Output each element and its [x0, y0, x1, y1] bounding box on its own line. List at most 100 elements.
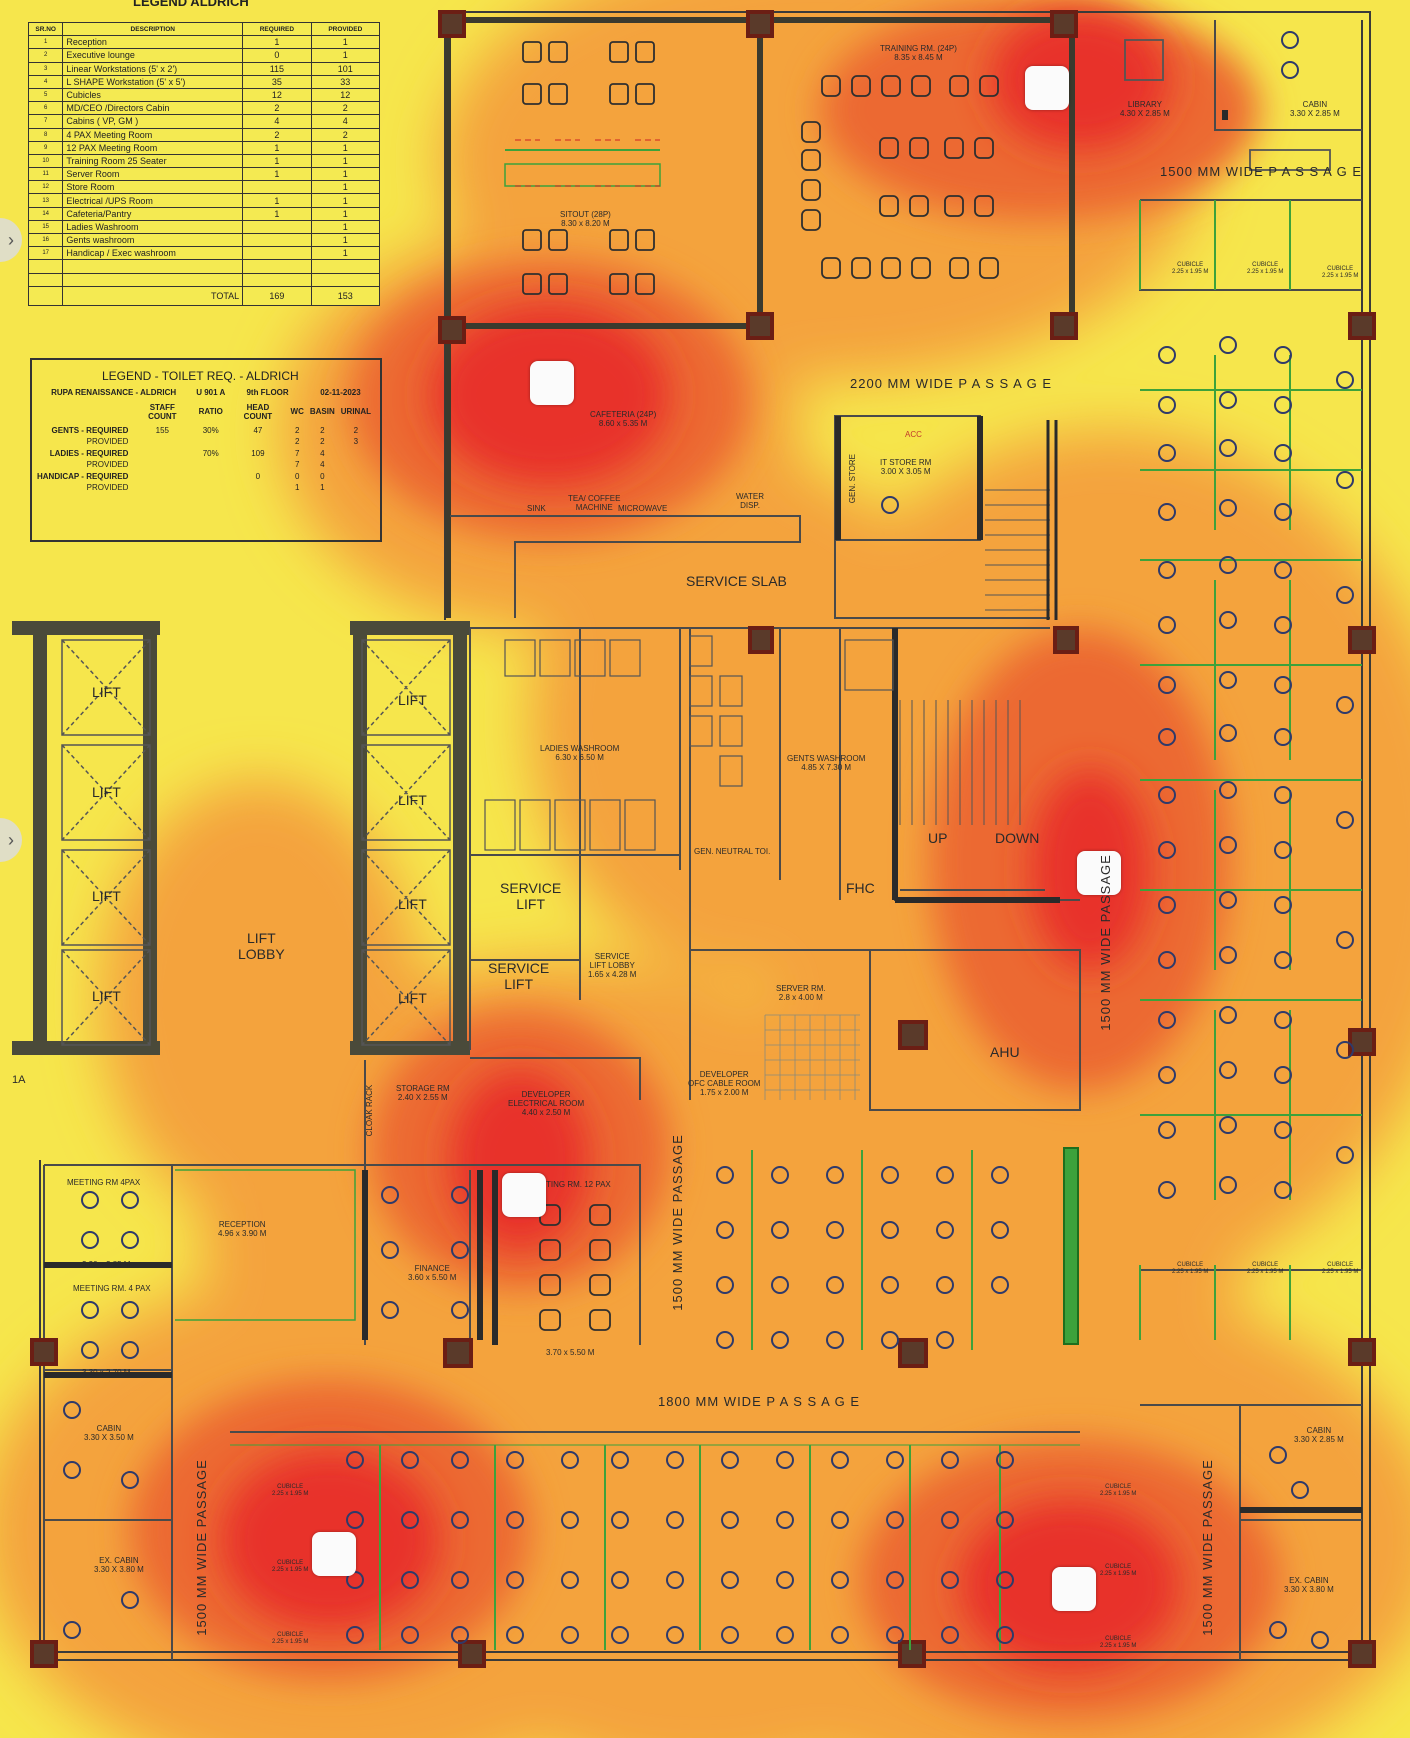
legend-cell — [242, 180, 312, 195]
legend-cell: 4 — [27, 74, 64, 89]
chair-icon — [451, 1626, 469, 1644]
chair-icon — [63, 1621, 81, 1639]
chair-icon — [561, 1511, 579, 1529]
chair-icon — [63, 1461, 81, 1479]
chair-icon — [611, 1451, 629, 1469]
chair-icon — [831, 1511, 849, 1529]
toilet-cell — [193, 471, 228, 483]
chair-icon — [716, 1276, 734, 1294]
legend-header: DESCRIPTION — [62, 21, 244, 37]
chair-icon — [611, 1626, 629, 1644]
lift-label: LIFT — [92, 684, 121, 700]
legend-title: LEGEND ALDRICH — [133, 0, 249, 9]
chair-icon — [346, 1626, 364, 1644]
chair-icon — [776, 1571, 794, 1589]
chair-icon — [451, 1186, 469, 1204]
legend-cell: 15 — [27, 219, 64, 235]
access-point-icon[interactable] — [1025, 66, 1069, 110]
legend-cell: 1 — [310, 140, 381, 155]
furniture — [522, 39, 1331, 1331]
chair-icon — [1219, 499, 1237, 517]
lift-label: LIFT — [398, 896, 427, 912]
lift-label: LIFT — [92, 784, 121, 800]
stair-label: DOWN — [995, 830, 1040, 846]
chair-icon — [1281, 31, 1299, 49]
chair-icon — [561, 1626, 579, 1644]
access-point-icon[interactable] — [1052, 1567, 1096, 1611]
chair-icon — [81, 1301, 99, 1319]
toilet-cell — [338, 448, 374, 460]
chevron-left-icon[interactable]: › — [0, 218, 22, 262]
legend-row — [27, 259, 381, 274]
chair-icon — [936, 1221, 954, 1239]
legend-cell: 13 — [27, 193, 64, 208]
toilet-cell: PROVIDED — [86, 460, 129, 470]
toilet-cell: 7 — [294, 460, 300, 470]
chair-icon — [1274, 841, 1292, 859]
access-point-icon[interactable] — [1077, 851, 1121, 895]
chair-icon — [81, 1341, 99, 1359]
chair-icon — [1219, 891, 1237, 909]
chair-icon — [1336, 811, 1354, 829]
legend-total-cell: 169 — [242, 285, 312, 306]
wing-label: 1A — [12, 1074, 26, 1086]
toilet-cell: 2 — [320, 437, 325, 447]
chair-icon — [881, 1166, 899, 1184]
toilet-cell — [193, 436, 228, 448]
legend-cell: 1 — [310, 206, 381, 221]
washroom-fixtures — [484, 635, 894, 851]
chair-icon — [1158, 346, 1176, 364]
chair-icon — [1219, 1176, 1237, 1194]
access-point-icon[interactable] — [530, 361, 574, 405]
legend-cell: 9 — [27, 140, 64, 155]
chair-icon — [881, 496, 899, 514]
chair-icon — [1158, 728, 1176, 746]
chair-icon — [1336, 1041, 1354, 1059]
chair-icon — [1219, 671, 1237, 689]
legend-cell: 2 — [242, 127, 312, 142]
chair-icon — [121, 1231, 139, 1249]
chair-icon — [886, 1626, 904, 1644]
toilet-cell: 0 — [320, 471, 325, 481]
room-label: SERVER RM.2.8 x 4.00 M — [776, 984, 826, 1003]
chair-icon — [886, 1451, 904, 1469]
chair-icon — [1274, 1181, 1292, 1199]
chair-icon — [941, 1571, 959, 1589]
chair-icon — [776, 1511, 794, 1529]
legend-cell: 10 — [27, 153, 64, 169]
lift-label: LIFT — [398, 792, 427, 808]
legend-cell: 2 — [242, 101, 312, 116]
toilet-cell — [131, 436, 193, 448]
chair-icon — [1336, 696, 1354, 714]
chair-icon — [826, 1221, 844, 1239]
chevron-left-icon[interactable]: › — [0, 818, 22, 862]
access-point-icon[interactable] — [312, 1532, 356, 1576]
legend-cell: 16 — [27, 232, 64, 248]
legend-header: PROVIDED — [310, 21, 381, 37]
access-point-icon[interactable] — [502, 1173, 546, 1217]
legend-cell: Handicap / Exec washroom — [62, 246, 244, 261]
room-label: SITOUT (28P)8.30 x 8.20 M — [560, 210, 611, 229]
toilet-header-cell: WC — [290, 407, 304, 416]
legend-cell — [242, 246, 312, 261]
lift-shafts — [61, 639, 451, 1046]
legend-cell: 3 — [27, 61, 64, 76]
room-label: 3.70 x 5.50 M — [546, 1348, 595, 1357]
